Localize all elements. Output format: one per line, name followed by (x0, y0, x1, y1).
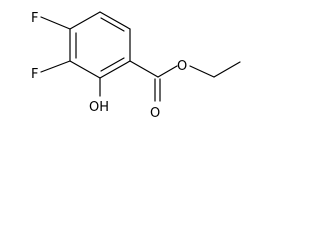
carbonyl-oxygen-label: O (150, 106, 160, 121)
structure-canvas: F F OH O O (0, 0, 252, 137)
ring-double-bond (100, 57, 125, 72)
c-f-bond-left (40, 60, 71, 73)
o-ethyl-bond (189, 65, 215, 78)
ring-double-bond (100, 17, 125, 32)
fluorine-label-top: F (31, 11, 38, 26)
ring-bond (69, 11, 101, 30)
ring-carbonyl-bond (129, 60, 159, 78)
ring-bond (99, 60, 131, 79)
fluorine-label-left: F (31, 67, 38, 82)
ring-bond (69, 60, 101, 79)
c-f-bond-top (40, 16, 71, 30)
ring-bond (99, 11, 131, 30)
ethyl-bond (213, 61, 241, 78)
c-o-ester-bond (157, 65, 178, 78)
molecule-diagram: F F OH O O (31, 11, 241, 121)
hydroxyl-label: OH (89, 100, 109, 115)
ester-oxygen-label: O (177, 59, 187, 74)
